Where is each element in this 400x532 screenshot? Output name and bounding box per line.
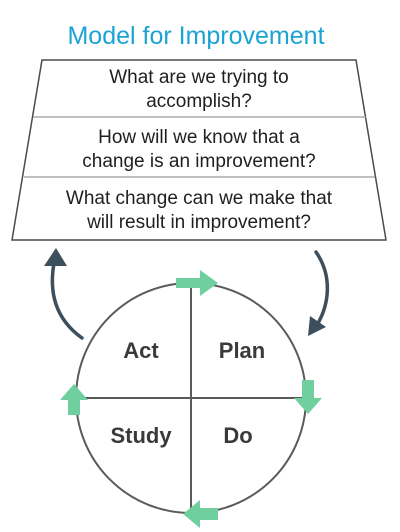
quadrant-study-label: Study [110,423,172,448]
right-down-arrow-icon [294,380,322,414]
bottom-left-arrow-icon [183,500,218,528]
quadrant-act-label: Act [123,338,159,363]
cycle-direction-arrows [60,270,322,528]
quadrant-do-label: Do [223,423,252,448]
quadrant-plan-label: Plan [219,338,265,363]
question-1-line-1: What are we trying to [109,67,289,88]
connector-arrows [44,248,330,340]
question-3-line-1: What change can we make that [66,188,333,209]
left-curved-arrow-icon [50,256,84,340]
diagram-title: Model for Improvement [67,22,324,50]
question-2-line-2: change is an improvement? [82,151,315,172]
question-1-line-2: accomplish? [146,91,252,112]
pdsa-cycle: Act Plan Study Do [75,282,307,514]
questions-panel: What are we trying to accomplish? How wi… [11,59,387,241]
question-2-line-1: How will we know that a [98,127,300,148]
right-arrowhead-icon [308,316,326,336]
left-arrowhead-icon [44,248,67,266]
question-3-line-2: will result in improvement? [86,212,311,233]
right-curved-arrow-icon [314,250,330,327]
left-up-arrow-icon [60,384,88,415]
top-right-arrow-icon [176,270,218,296]
questions-trapezoid [11,59,387,241]
